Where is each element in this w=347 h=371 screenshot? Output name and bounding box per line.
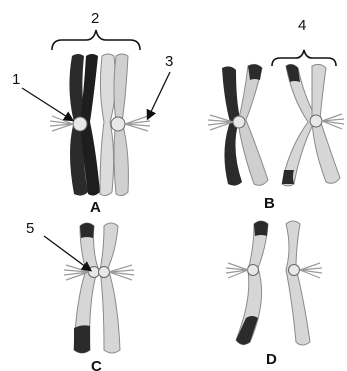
label-4: 4 (298, 17, 306, 34)
centromere-dark (73, 117, 87, 131)
centromere-d-left (248, 265, 259, 276)
panel-a (50, 54, 150, 196)
arrow-3 (148, 72, 170, 118)
spindle-fibers-d-right (300, 263, 322, 278)
label-5: 5 (26, 220, 34, 237)
label-a: A (90, 199, 101, 216)
spindle-fibers-c-right (109, 265, 134, 280)
centromere-c-right (99, 267, 110, 278)
label-b: B (264, 195, 275, 212)
label-3: 3 (165, 53, 173, 70)
spindle-fibers-d-left (226, 263, 248, 278)
brace-4 (272, 50, 336, 66)
centromere-c-left (89, 267, 100, 278)
label-2: 2 (91, 10, 99, 27)
panel-c (64, 223, 134, 353)
spindle-fibers-b-right (322, 114, 344, 129)
label-1: 1 (12, 71, 20, 88)
label-c: C (91, 358, 102, 371)
spindle-fibers-right-a (125, 116, 150, 131)
centromere-b-right (310, 115, 322, 127)
brace-2 (52, 30, 140, 50)
centromere-d-right (289, 265, 300, 276)
arrow-1 (22, 88, 72, 120)
centromere-b-left (233, 116, 245, 128)
centromere-light (111, 117, 125, 131)
panel-b (208, 64, 344, 186)
panel-d (226, 221, 322, 345)
label-d: D (266, 351, 277, 368)
